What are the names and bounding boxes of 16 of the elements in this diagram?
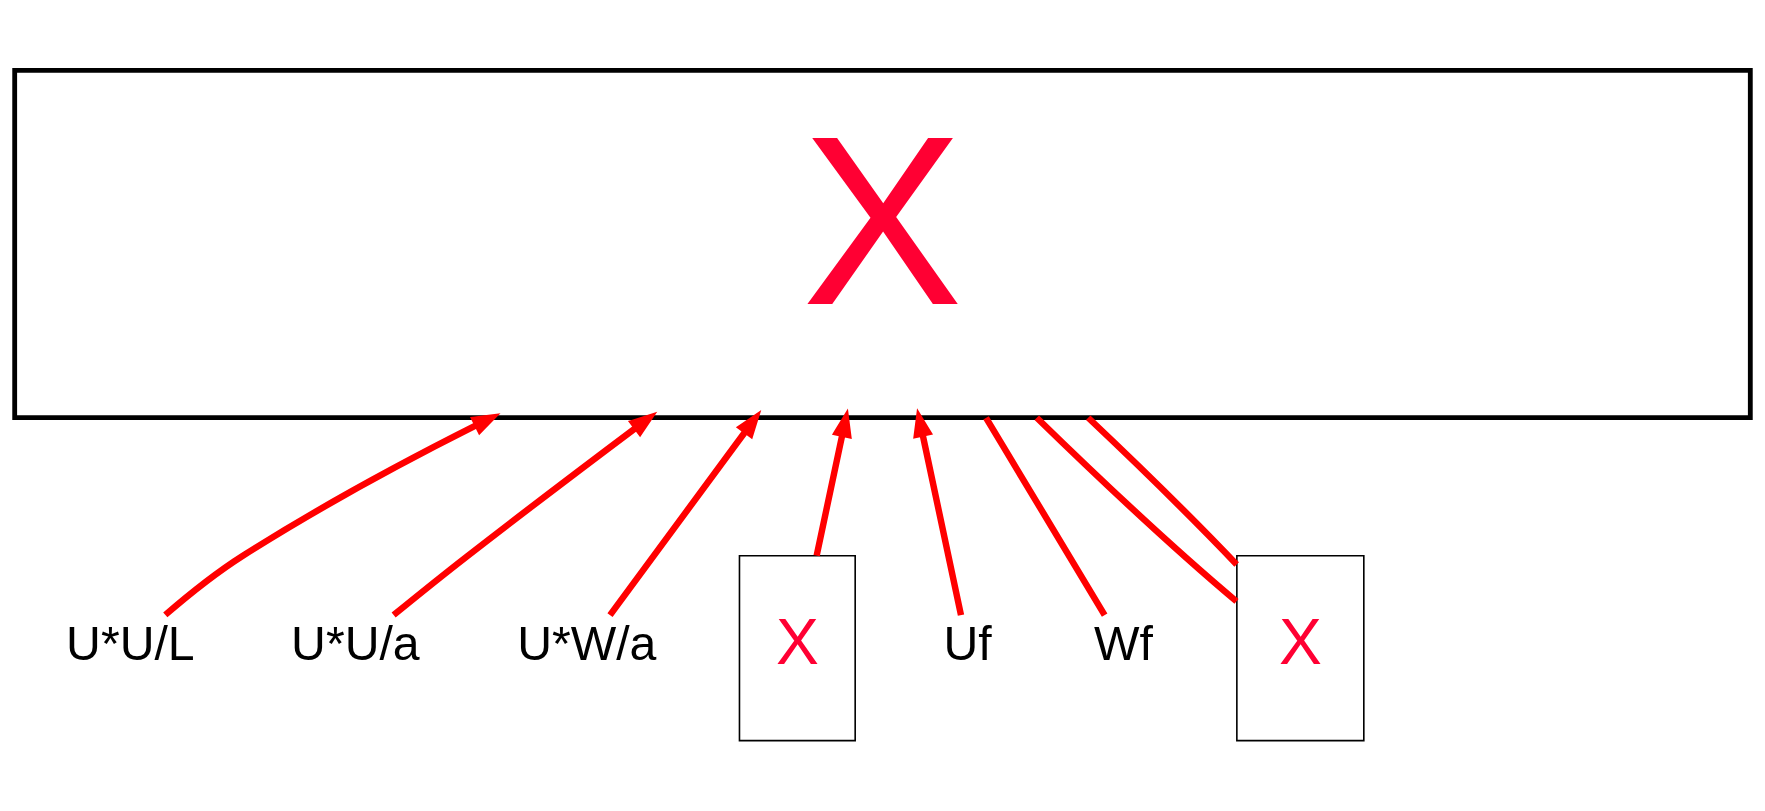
arrow: [391, 411, 658, 618]
node-text: U*U/L: [66, 616, 195, 671]
arrow: [813, 408, 852, 557]
node-text: Uf: [943, 616, 992, 671]
connector: [1086, 415, 1239, 567]
node-text: U*W/a: [517, 616, 657, 671]
arrow: [607, 410, 762, 617]
node-text: U*U/a: [291, 616, 420, 671]
node-box: X: [12, 68, 1753, 420]
node-box: X: [738, 554, 856, 742]
arrow: [163, 413, 501, 618]
node-box: X: [1236, 554, 1365, 742]
connector: [983, 416, 1108, 617]
node-text: Wf: [1094, 616, 1153, 671]
connector: [1034, 415, 1239, 604]
arrow: [913, 408, 965, 616]
